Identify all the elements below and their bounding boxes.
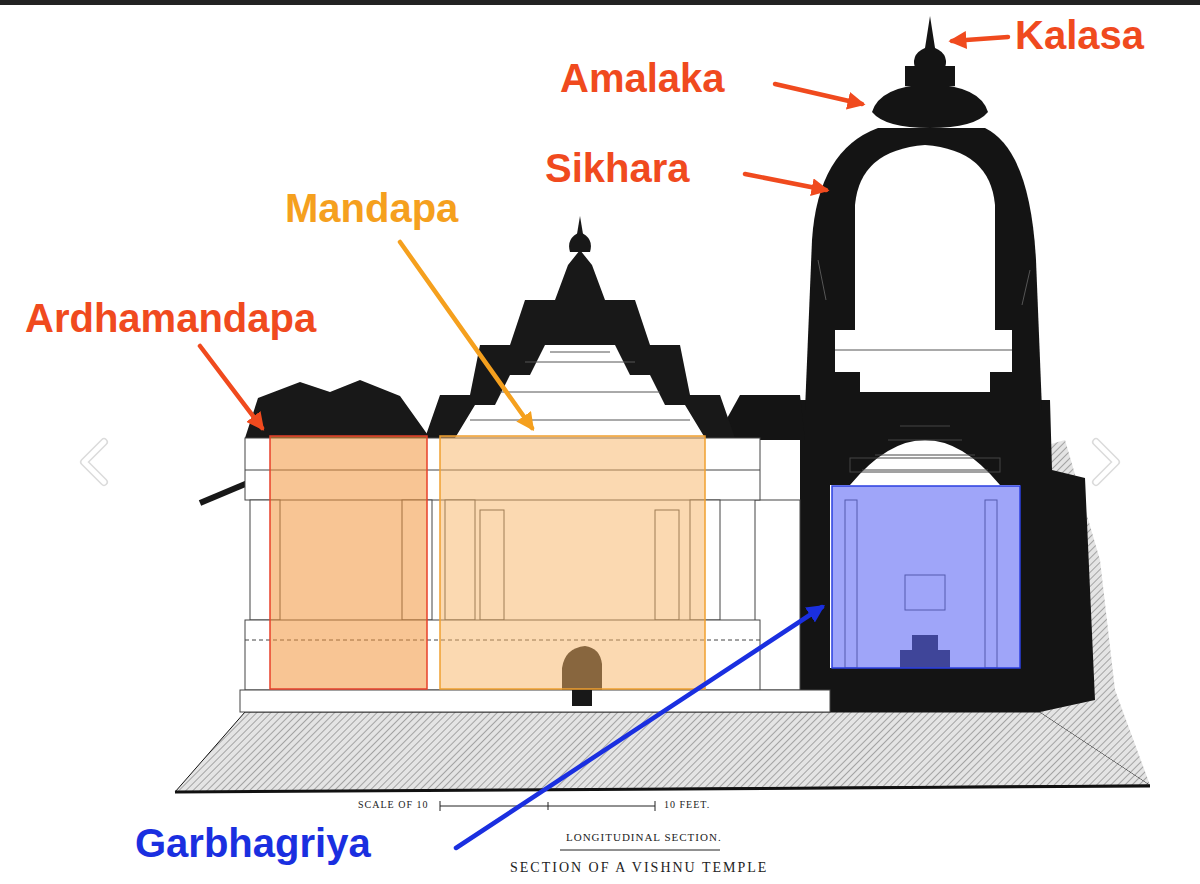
leader-arrows-part (745, 174, 826, 190)
part-label: Ardhamandapa (25, 295, 316, 341)
sikhara-tower (805, 16, 1042, 410)
highlight-boxes-part (440, 436, 705, 689)
sanctum-walls-part-part (875, 455, 975, 456)
carousel-chevrons-part (84, 442, 104, 482)
scale-bar-part (440, 801, 441, 811)
carousel-chevrons (84, 442, 1116, 482)
part-label: Amalaka (560, 55, 725, 101)
sanctum-walls-part (800, 400, 1095, 712)
leader-arrows-part (400, 242, 532, 428)
carousel-chevrons-part (1096, 442, 1116, 482)
scale-bar-part (655, 801, 656, 811)
section-heading: LONGITUDINAL SECTION. (566, 831, 722, 844)
part-label: Kalasa (1015, 12, 1144, 58)
sanctum-walls-part-part (900, 426, 950, 427)
highlight-boxes-part (832, 486, 1020, 668)
carousel-chevrons-part (84, 442, 104, 482)
highlight-boxes (270, 436, 1020, 689)
mandapa-roof-part (577, 216, 583, 234)
sanctum-walls-part-part (850, 458, 1000, 472)
part-label: Mandapa (285, 185, 458, 231)
mandapa-roof-part-part (525, 362, 635, 363)
leader-arrows-part (456, 607, 822, 848)
ground-hatching-part (175, 786, 1150, 792)
ground-hatching-part (175, 712, 1150, 792)
sanctum-walls-part-part (888, 440, 962, 441)
top-edge-bar (0, 0, 1200, 5)
sikhara-tower-part (835, 350, 1012, 351)
sikhara-tower-part-part (818, 260, 826, 300)
walls-and-columns-part (240, 690, 830, 712)
scale-text: 10 FEET. (664, 799, 710, 811)
sikhara-tower-part (818, 260, 1030, 305)
scale-bar-part (548, 802, 549, 810)
sikhara-tower-part-part (1022, 270, 1030, 305)
leader-arrows-part (775, 84, 862, 104)
mandapa-roof-part (455, 345, 705, 438)
sikhara-tower-part (805, 128, 1042, 410)
sanctum-walls-part (830, 440, 1020, 668)
sikhara-tower-part (925, 16, 935, 48)
leader-arrows-part (200, 346, 262, 428)
scale-text: SCALE OF 10 (358, 799, 428, 811)
leader-arrows (200, 37, 1008, 848)
mandapa-roof-part-part (470, 420, 690, 421)
sikhara-tower-part (855, 145, 995, 330)
sanctum-walls-part-part (862, 470, 988, 471)
scale-bar-part (560, 850, 720, 851)
ardhamandapa-roof-part (245, 380, 430, 438)
sanctum-walls (800, 400, 1095, 712)
nandi-figure-part (572, 690, 592, 706)
ardhamandapa-roof-part (200, 482, 250, 503)
part-label: Sikhara (545, 145, 690, 191)
sikhara-tower-part (914, 46, 946, 68)
antarala-roof-part (755, 500, 800, 690)
sikhara-tower-part (835, 330, 1012, 392)
figure-caption: SECTION OF A VISHNU TEMPLE (510, 860, 768, 876)
mandapa-roof-part (569, 232, 591, 252)
mandapa-roof (425, 216, 735, 438)
sikhara-tower-part (905, 66, 955, 86)
part-label: Garbhagriya (135, 820, 371, 866)
mandapa-roof-part-part (500, 392, 660, 393)
mandapa-roof-part-part (550, 352, 610, 353)
leader-arrows-part (952, 37, 1008, 41)
sikhara-tower-part (872, 84, 988, 128)
carousel-chevrons-part (1096, 442, 1116, 482)
highlight-boxes-part (270, 436, 427, 689)
